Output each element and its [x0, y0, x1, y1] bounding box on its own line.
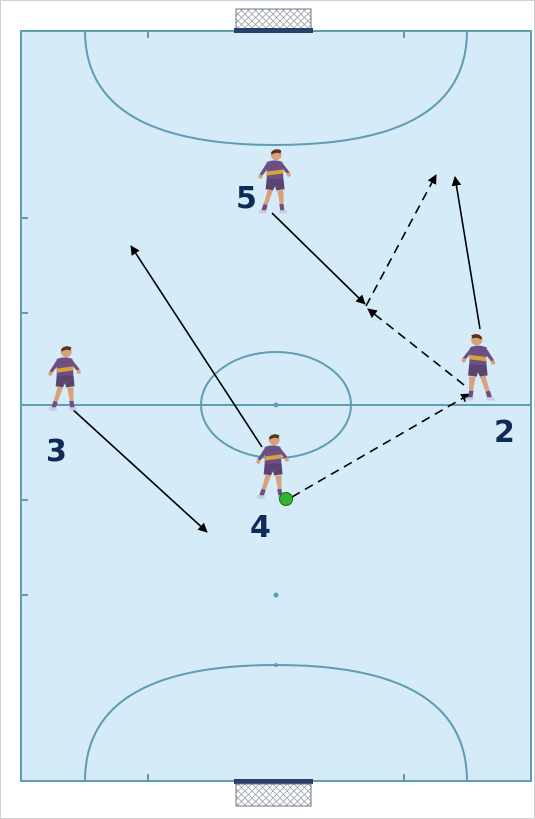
arrow-pass-2-to-5 — [367, 308, 465, 386]
second-penalty-spot — [273, 592, 279, 598]
arrow-p5-run — [271, 212, 366, 305]
arrow-p4-run — [130, 245, 263, 448]
player-3-number: 3 — [46, 434, 67, 469]
player-2-number: 2 — [494, 415, 515, 450]
player-5-number: 5 — [236, 181, 257, 216]
arrow-p3-run — [69, 406, 208, 533]
penalty-spot — [274, 663, 278, 667]
arrow-pass-4-to-2 — [291, 393, 471, 498]
futsal-court — [20, 30, 532, 782]
arrow-p2-run — [451, 176, 481, 330]
top-goal-icon — [234, 8, 313, 33]
center-spot — [273, 402, 279, 408]
arrow-pass-5-forward — [365, 174, 437, 307]
bottom-goal-icon — [234, 779, 313, 807]
ball-icon — [279, 492, 293, 506]
top-penalty-area — [84, 30, 468, 147]
player-4-number: 4 — [250, 510, 271, 545]
movement-arrows — [69, 174, 481, 533]
